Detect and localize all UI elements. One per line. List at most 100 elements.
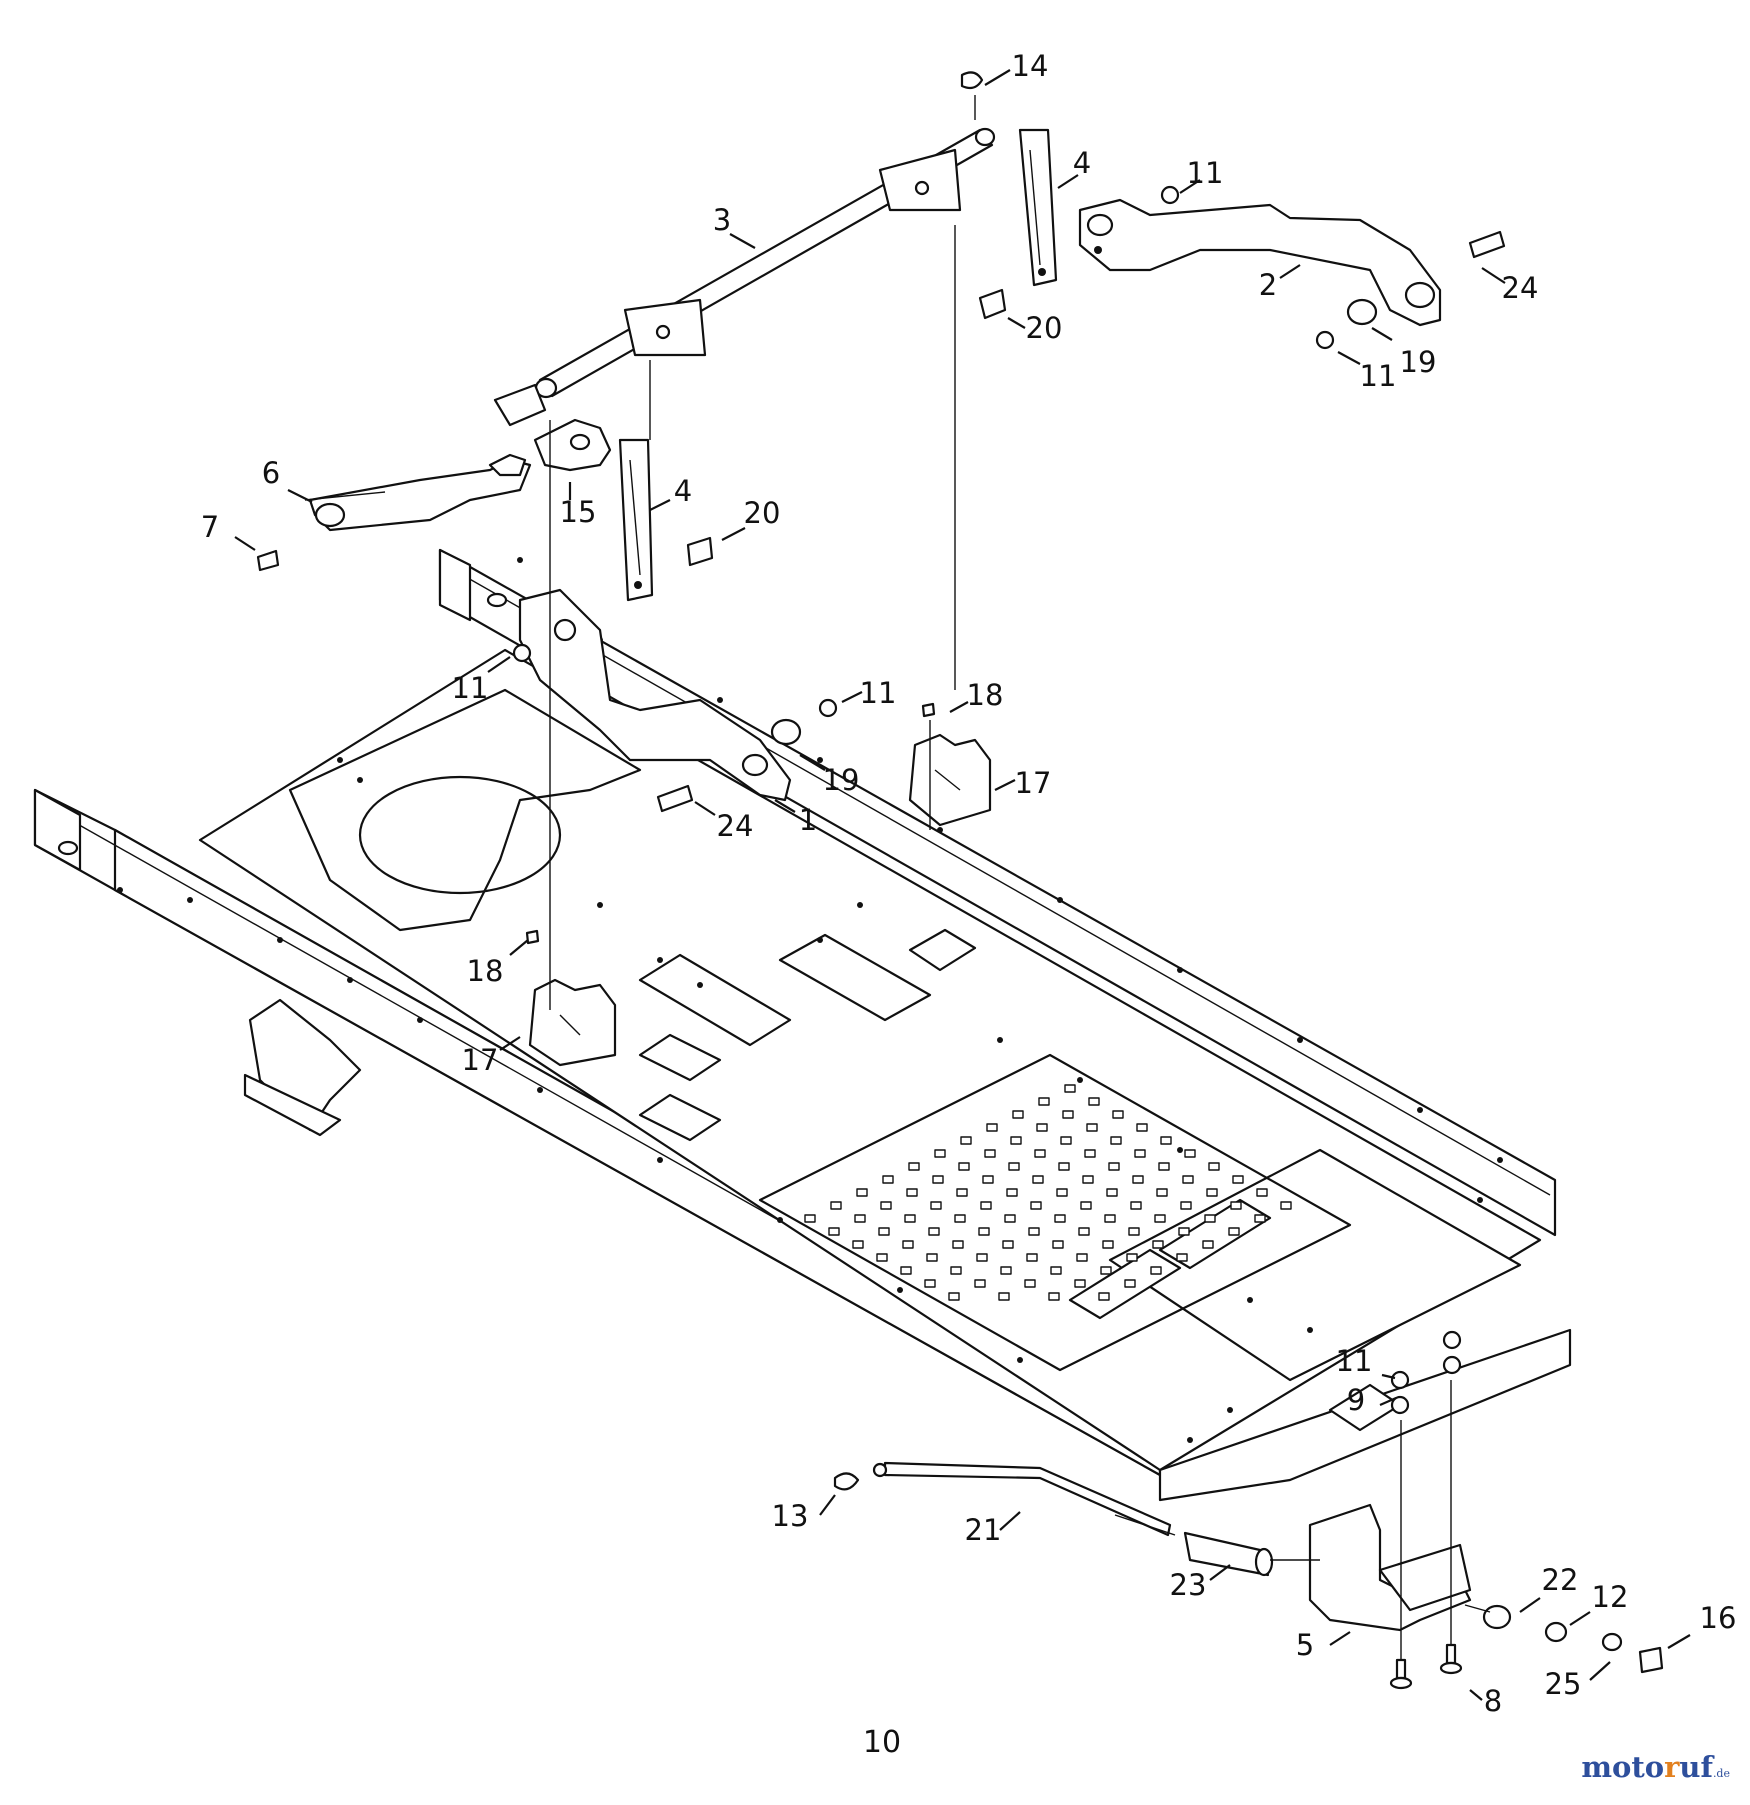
bracket-5 [1308, 1503, 1472, 1632]
grid-square [1104, 1214, 1116, 1223]
mounting-hole [1177, 967, 1183, 973]
callout-leader-11 [841, 691, 863, 703]
callout-label-20: 20 [744, 496, 781, 530]
grid-square [906, 1188, 918, 1197]
mounting-hole [517, 557, 523, 563]
grid-square [986, 1123, 998, 1132]
callout-label-4: 4 [674, 474, 692, 508]
callout-leader-25 [1589, 1661, 1611, 1681]
callout-label-23: 23 [1170, 1568, 1207, 1602]
grid-square [1182, 1175, 1194, 1184]
grid-square [852, 1240, 864, 1249]
grid-square [1010, 1136, 1022, 1145]
grid-square [982, 1175, 994, 1184]
callout-label-19: 19 [823, 763, 860, 797]
grid-square [1082, 1175, 1094, 1184]
callout-label-7: 7 [201, 510, 219, 544]
callout-label-1: 1 [799, 803, 817, 837]
lift-arm-right [1078, 198, 1442, 327]
callout-leader-17 [994, 779, 1016, 791]
mounting-hole [697, 982, 703, 988]
callout-leader-16 [1667, 1634, 1691, 1649]
mounting-hole [937, 827, 943, 833]
grid-square [1158, 1162, 1170, 1171]
grid-square [904, 1214, 916, 1223]
callout-leader-1 [774, 799, 796, 813]
mounting-hole [657, 1157, 663, 1163]
grid-square [998, 1292, 1010, 1301]
grid-square [976, 1253, 988, 1262]
grid-square [1098, 1292, 1110, 1301]
mounting-hole [1297, 1037, 1303, 1043]
mounting-hole [1477, 1197, 1483, 1203]
bracket-17-left [528, 978, 617, 1067]
mounting-hole [1417, 1107, 1423, 1113]
grid-square [1060, 1136, 1072, 1145]
grid-square [1012, 1110, 1024, 1119]
callout-leader-23 [1209, 1564, 1231, 1581]
grid-square [948, 1292, 960, 1301]
callout-label-11: 11 [452, 671, 489, 705]
callout-leader-19 [1371, 327, 1393, 341]
link-bar-4-upper [1018, 128, 1058, 287]
grid-square [1026, 1253, 1038, 1262]
watermark-part1: moto [1581, 1750, 1665, 1784]
link-arm-6 [308, 453, 532, 532]
grid-square [908, 1162, 920, 1171]
callout-label-18: 18 [967, 678, 1004, 712]
grid-square [1028, 1227, 1040, 1236]
mounting-hole [347, 977, 353, 983]
grid-square [978, 1227, 990, 1236]
grid-square [1050, 1266, 1062, 1275]
grid-square [1054, 1214, 1066, 1223]
callout-label-11: 11 [1187, 156, 1224, 190]
watermark-suffix: .de [1712, 1767, 1730, 1780]
grid-square [828, 1227, 840, 1236]
grid-square [950, 1266, 962, 1275]
grid-square [1178, 1227, 1190, 1236]
grid-square [1208, 1162, 1220, 1171]
grid-square [1180, 1201, 1192, 1210]
grid-square [1088, 1097, 1100, 1106]
bracket-17-right [908, 733, 992, 827]
callout-leader-5 [1329, 1631, 1351, 1646]
grid-square [830, 1201, 842, 1210]
mounting-hole [857, 902, 863, 908]
grid-square [1232, 1175, 1244, 1184]
mounting-hole [187, 897, 193, 903]
rod-21 [883, 1461, 1176, 1537]
grid-square [1100, 1266, 1112, 1275]
callout-leader-11 [1179, 179, 1201, 194]
callout-leader-11 [1337, 351, 1361, 365]
grid-square [1228, 1227, 1240, 1236]
grid-square [926, 1253, 938, 1262]
mounting-hole [537, 1087, 543, 1093]
grid-square [1080, 1201, 1092, 1210]
mounting-hole [1307, 1327, 1313, 1333]
grid-square [1032, 1175, 1044, 1184]
grid-square [984, 1149, 996, 1158]
grid-square [1062, 1110, 1074, 1119]
bolts-8 [1389, 1643, 1463, 1690]
callout-label-24: 24 [717, 809, 754, 843]
mounting-hole [897, 1287, 903, 1293]
callout-label-5: 5 [1296, 1628, 1314, 1662]
grid-square [1006, 1188, 1018, 1197]
callout-leader-3 [729, 233, 756, 249]
sleeve-23 [1183, 1531, 1274, 1577]
grid-square [954, 1214, 966, 1223]
mounting-hole [997, 1037, 1003, 1043]
alignment-lines [304, 95, 1491, 1660]
callout-leader-20 [1007, 317, 1026, 329]
grid-square [1038, 1097, 1050, 1106]
grid-square [876, 1253, 888, 1262]
grid-square [1106, 1188, 1118, 1197]
grid-square [1034, 1149, 1046, 1158]
mounting-hole [1497, 1157, 1503, 1163]
grid-square [1076, 1253, 1088, 1262]
watermark-part3: uf [1679, 1750, 1713, 1784]
grid-square [880, 1201, 892, 1210]
